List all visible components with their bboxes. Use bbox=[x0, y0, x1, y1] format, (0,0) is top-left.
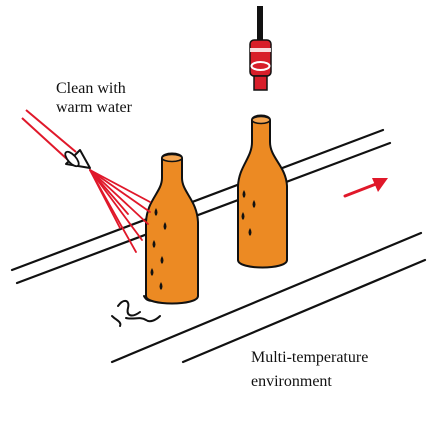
sensor-icon bbox=[249, 6, 272, 91]
clean-label-line2: warm water bbox=[56, 99, 133, 116]
bottle-being-washed bbox=[145, 152, 199, 305]
bottle-cap bbox=[251, 115, 271, 125]
bottle-body bbox=[237, 114, 288, 269]
clean-label-line1: Clean with bbox=[56, 80, 126, 97]
environment-label-line1: Multi-temperature bbox=[251, 349, 368, 366]
bottle-cap bbox=[161, 153, 183, 163]
conveyor-rail-back-inner bbox=[15, 141, 392, 285]
conveyor-rail-front-inner bbox=[181, 258, 427, 364]
conveyor-belt bbox=[10, 128, 427, 364]
conveyor-rail-back-outer bbox=[10, 128, 385, 272]
water-droplets bbox=[241, 190, 256, 236]
arrow-right-icon bbox=[343, 178, 388, 198]
conveyor-rail-front-outer bbox=[110, 231, 423, 364]
water-spray bbox=[89, 169, 151, 253]
bottle-under-sensor bbox=[237, 114, 288, 269]
bottle-body bbox=[145, 152, 199, 305]
spray-nozzle-icon bbox=[21, 109, 91, 169]
environment-label-line2: environment bbox=[251, 373, 332, 390]
water-droplets bbox=[150, 208, 167, 290]
